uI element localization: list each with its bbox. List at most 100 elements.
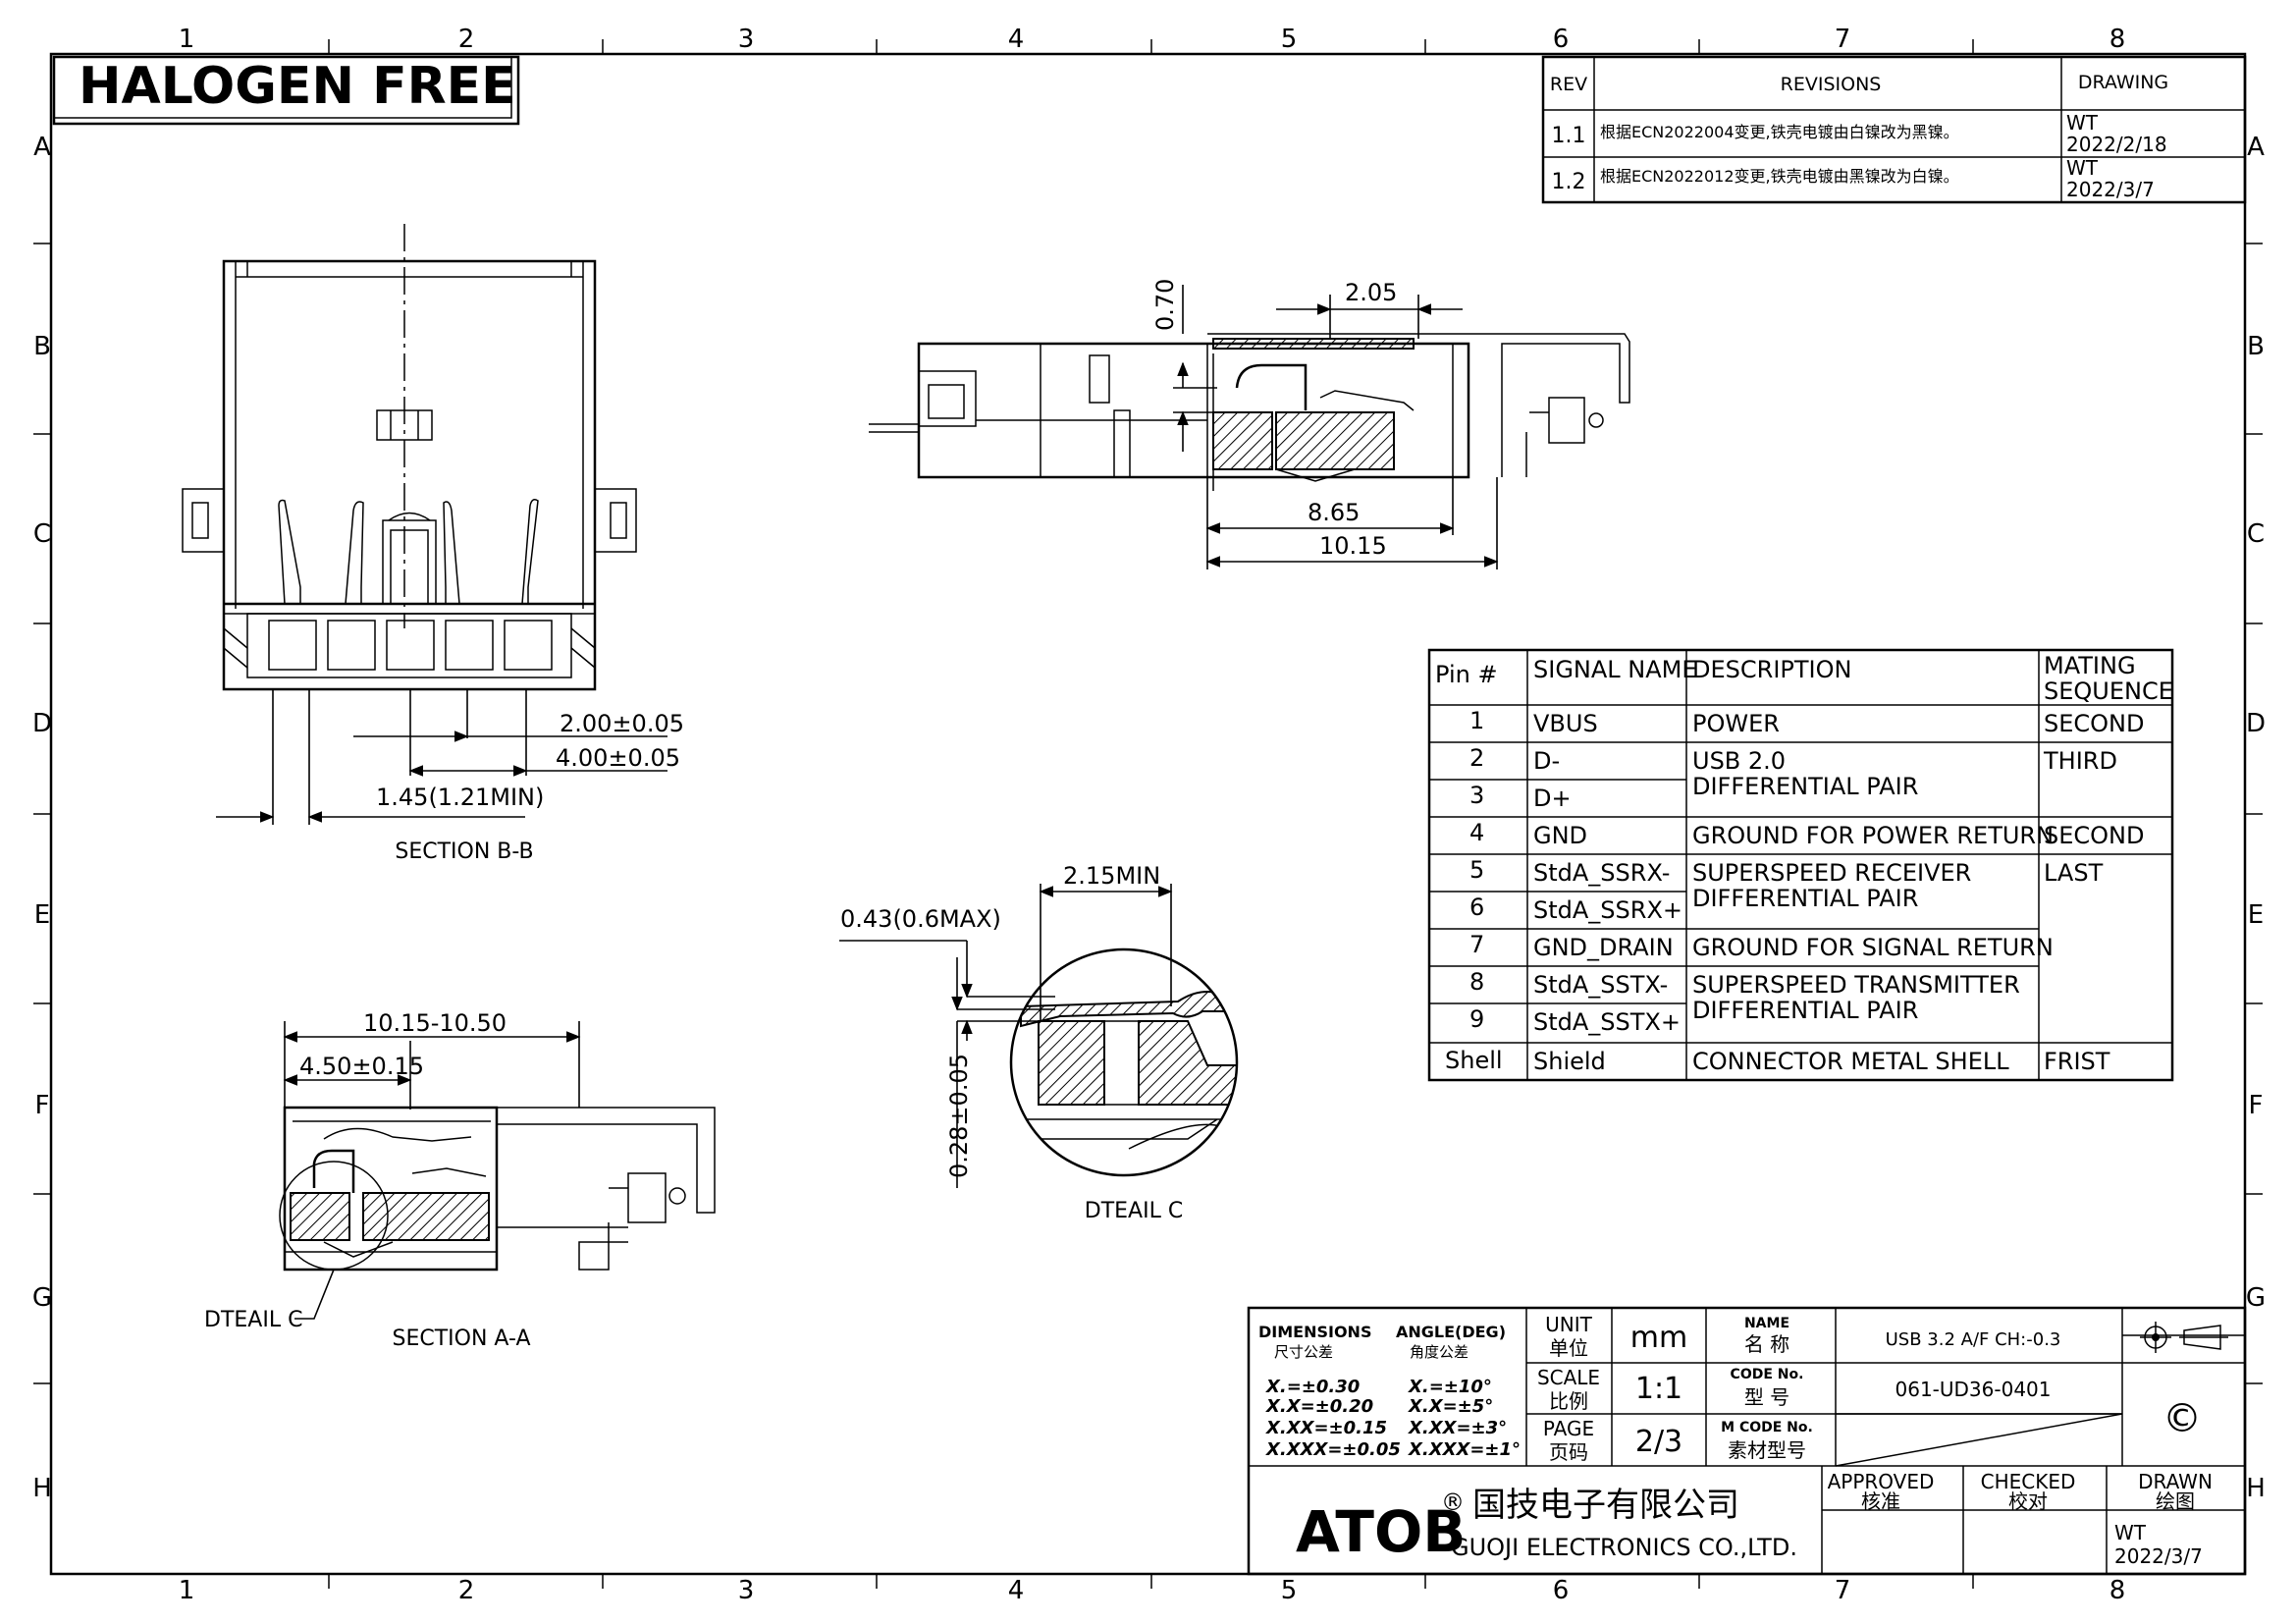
angle-cn: 角度公差	[1410, 1343, 1468, 1361]
rev-1-1-by: WT	[2066, 111, 2099, 135]
signal-d-plus: D+	[1533, 785, 1572, 812]
section-b-b-view: 2.00±0.05 4.00±0.05 1.45(1.21MIN) SECTIO…	[182, 224, 684, 864]
name-value: USB 3.2 A/F CH:-0.3	[1886, 1329, 2061, 1350]
pin-9: 9	[1469, 1005, 1484, 1033]
desc-power: POWER	[1692, 710, 1780, 737]
pin-1: 1	[1469, 707, 1484, 734]
zone-col-5-bottom: 5	[1281, 1576, 1298, 1605]
signal-gnd-drain: GND_DRAIN	[1533, 934, 1674, 961]
zone-row-e-left: E	[34, 900, 50, 930]
tol-ang-2: X.XX=±3°	[1408, 1418, 1507, 1438]
zone-row-b-right: B	[2247, 332, 2265, 361]
rev-1-2-date: 2022/3/7	[2066, 178, 2155, 201]
zone-col-6-bottom: 6	[1553, 1576, 1570, 1605]
halogen-free-text: HALOGEN FREE	[79, 57, 516, 116]
dim-0-28: 0.28±0.05	[945, 1054, 973, 1178]
scale-value: 1:1	[1635, 1372, 1682, 1406]
scale-label: SCALE	[1537, 1366, 1600, 1389]
projection-symbol-icon	[2140, 1322, 2228, 1353]
zone-row-h-right: H	[2246, 1474, 2266, 1503]
signal-sstx-plus: StdA_SSTX+	[1533, 1008, 1681, 1036]
page-value: 2/3	[1635, 1425, 1682, 1459]
dimensions-label: DIMENSIONS	[1258, 1323, 1371, 1341]
zone-col-7-top: 7	[1835, 25, 1851, 54]
mating-last: LAST	[2044, 859, 2104, 887]
registered-icon: ®	[1441, 1489, 1465, 1516]
dim-4-00: 4.00±0.05	[556, 744, 680, 772]
zone-col-8-top: 8	[2109, 25, 2126, 54]
desc-usb20-2: DIFFERENTIAL PAIR	[1692, 773, 1918, 800]
company-en: GUOJI ELECTRONICS CO.,LTD.	[1451, 1534, 1797, 1561]
mating-second-2: SECOND	[2044, 822, 2144, 849]
zone-col-5-top: 5	[1281, 25, 1298, 54]
pin-6: 6	[1469, 893, 1484, 921]
pin-shell: Shell	[1445, 1047, 1503, 1074]
zone-row-f-left: F	[35, 1091, 50, 1120]
drawn-by: WT	[2114, 1521, 2147, 1544]
signal-sstx-minus: StdA_SSTX-	[1533, 971, 1668, 999]
tol-ang-3: X.XXX=±1°	[1408, 1439, 1521, 1460]
section-a-a-label: SECTION A-A	[393, 1326, 531, 1351]
checked-label: CHECKED	[1981, 1470, 2076, 1493]
dim-0-70: 0.70	[1151, 279, 1179, 331]
zone-col-3-top: 3	[738, 25, 755, 54]
dim-8-65: 8.65	[1308, 499, 1360, 526]
section-b-b-label: SECTION B-B	[395, 839, 533, 864]
desc-ss-tx-2: DIFFERENTIAL PAIR	[1692, 997, 1918, 1024]
desc-ss-tx-1: SUPERSPEED TRANSMITTER	[1692, 971, 2020, 999]
zone-row-g-left: G	[32, 1283, 52, 1313]
zone-row-a-right: A	[2247, 133, 2265, 162]
zone-col-4-bottom: 4	[1008, 1576, 1025, 1605]
dimensions-cn: 尺寸公差	[1274, 1343, 1333, 1361]
page-cn: 页码	[1549, 1440, 1588, 1464]
code-label: CODE No.	[1731, 1367, 1804, 1382]
drawn-date: 2022/3/7	[2114, 1544, 2203, 1568]
code-cn: 型 号	[1744, 1385, 1789, 1409]
name-cn: 名 称	[1744, 1332, 1789, 1356]
signal-header: SIGNAL NAME	[1533, 656, 1697, 683]
tol-lin-2: X.XX=±0.15	[1265, 1418, 1387, 1438]
zone-col-2-bottom: 2	[458, 1576, 475, 1605]
zone-col-1-bottom: 1	[179, 1576, 195, 1605]
revisions-header: REVISIONS	[1781, 74, 1882, 95]
mating-frist: FRIST	[2044, 1048, 2110, 1075]
zone-row-f-right: F	[2249, 1091, 2264, 1120]
signal-gnd: GND	[1533, 822, 1587, 849]
pin-2: 2	[1469, 744, 1484, 772]
signal-shield: Shield	[1533, 1048, 1606, 1075]
desc-shell: CONNECTOR METAL SHELL	[1692, 1048, 2009, 1075]
zone-col-7-bottom: 7	[1835, 1576, 1851, 1605]
pin-7: 7	[1469, 931, 1484, 958]
drawing-header: DRAWING	[2078, 72, 2168, 93]
zone-row-e-right: E	[2248, 900, 2264, 930]
rev-1-1: 1.1	[1552, 124, 1586, 148]
zone-row-b-left: B	[33, 332, 51, 361]
title-block: DIMENSIONS 尺寸公差 ANGLE(DEG) 角度公差 X.=±0.30…	[1247, 1306, 2247, 1576]
tol-lin-0: X.=±0.30	[1265, 1377, 1360, 1397]
pin-table: Pin # SIGNAL NAME DESCRIPTION MATING SEQ…	[1427, 648, 2174, 1082]
detail-c-label: DTEAIL C	[1085, 1199, 1183, 1223]
rev-1-2-by: WT	[2066, 156, 2099, 180]
company-cn: 国技电子有限公司	[1472, 1486, 1739, 1525]
mating-header-2: SEQUENCE	[2044, 677, 2173, 705]
zone-row-a-left: A	[33, 133, 51, 162]
desc-gnd-power: GROUND FOR POWER RETURN	[1692, 822, 2054, 849]
mcode-cn: 素材型号	[1728, 1438, 1806, 1462]
revisions-table: REV REVISIONS DRAWING 1.1 根据ECN2022004变更…	[1541, 55, 2247, 204]
dim-10-15: 10.15	[1319, 532, 1387, 560]
zone-col-1-top: 1	[179, 25, 195, 54]
rev-1-2-text: 根据ECN2022012变更,铁壳电镀由黑镍改为白镍。	[1600, 167, 1959, 186]
pin-3: 3	[1469, 782, 1484, 809]
tol-lin-3: X.XXX=±0.05	[1265, 1439, 1401, 1460]
drawn-cn: 绘图	[2156, 1489, 2195, 1513]
detail-c-view: 2.15MIN 0.43(0.6MAX) 0.28±0.05 DTEAIL C	[839, 862, 1239, 1223]
tol-ang-1: X.X=±5°	[1408, 1396, 1493, 1417]
zone-col-2-top: 2	[458, 25, 475, 54]
signal-ssrx-plus: StdA_SSRX+	[1533, 896, 1682, 924]
signal-d-minus: D-	[1533, 747, 1560, 775]
mating-third: THIRD	[2043, 747, 2117, 775]
unit-cn: 单位	[1549, 1336, 1588, 1360]
tol-ang-0: X.=±10°	[1408, 1377, 1492, 1397]
pin-header: Pin #	[1435, 661, 1498, 688]
